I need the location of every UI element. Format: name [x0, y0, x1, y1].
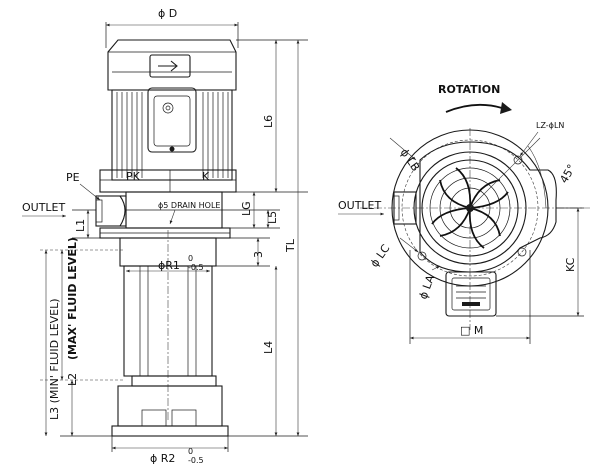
label-l6: L6 — [262, 115, 275, 128]
label-min-fluid: L3 (MIN' FLUID LEVEL) — [48, 298, 61, 420]
label-outlet-right: OUTLET — [338, 199, 382, 212]
label-rotation: ROTATION — [438, 83, 500, 96]
label-phi-r2: ϕ R2 — [150, 452, 175, 465]
label-phi-d: ϕ D — [158, 7, 177, 20]
label-tl: TL — [284, 238, 297, 253]
fan-grille — [431, 167, 509, 249]
label-lz-ln: LZ-ϕLN — [536, 121, 564, 130]
dimension-phi-r2: ϕ R2 0 -0.5 — [111, 436, 229, 465]
label-pk: PK — [126, 170, 141, 183]
label-outlet-left: OUTLET — [22, 201, 66, 214]
terminal-box-top — [445, 271, 497, 317]
motor-flange: PK K — [99, 169, 237, 193]
label-phi-la: ϕ LA — [417, 273, 438, 301]
label-forty-five: 45° — [557, 162, 578, 185]
label-lg: LG — [240, 201, 253, 216]
motor-body — [111, 87, 233, 181]
label-r2-tol-top: 0 — [188, 447, 193, 456]
label-three: 3 — [252, 251, 265, 258]
dimension-kc: KC — [496, 207, 584, 317]
bolt-hole — [517, 247, 527, 257]
dimension-phi-d: ϕ D — [105, 7, 239, 48]
top-view: ROTATION — [338, 83, 590, 344]
label-drain-hole: ϕ5 DRAIN HOLE — [158, 201, 221, 210]
label-l4: L4 — [262, 341, 275, 354]
label-pe: PE — [66, 171, 80, 184]
bolt-hole — [513, 155, 523, 165]
bolt-hole — [417, 251, 427, 261]
label-r1-tol-top: 0 — [188, 254, 193, 263]
vertical-dimensions-right: L6 LG L5 3 L4 TL — [216, 39, 308, 437]
label-phi-lc: ϕ LC — [368, 242, 393, 270]
dimension-m: □ M — [409, 250, 531, 344]
side-view: ϕ D — [22, 7, 308, 465]
outlet-left-side — [95, 195, 127, 227]
dimension-phi-r1: ϕR1 0 -0.5 — [126, 254, 210, 273]
rotation-indicator: ROTATION — [438, 83, 512, 114]
label-l5: L5 — [266, 211, 279, 224]
label-l2: L2 — [66, 373, 79, 386]
label-r2-tol-bottom: -0.5 — [188, 456, 204, 465]
label-l1: L1 — [74, 219, 87, 232]
label-phi-r1: ϕR1 — [158, 259, 180, 272]
motor-cover-outer — [413, 151, 527, 265]
cooling-fins — [116, 92, 229, 178]
label-phi-lb: ϕ LB — [398, 146, 423, 173]
label-r1-tol-bottom: -0.5 — [188, 263, 204, 272]
label-kc: KC — [564, 257, 577, 272]
mounting-plate — [99, 227, 231, 239]
pump-base — [111, 375, 229, 437]
outlet-right-view — [393, 191, 417, 225]
label-max-fluid: (MAX' FLUID LEVEL) — [66, 237, 79, 360]
vertical-dimensions-left: L1 L3 (MIN' FLUID LEVEL) (MAX' FLUID LEV… — [40, 209, 124, 437]
motor-top-cover — [107, 39, 237, 91]
label-k: K — [202, 170, 210, 183]
label-m: □ M — [460, 324, 483, 337]
pump-head: ϕ5 DRAIN HOLE — [125, 191, 223, 229]
